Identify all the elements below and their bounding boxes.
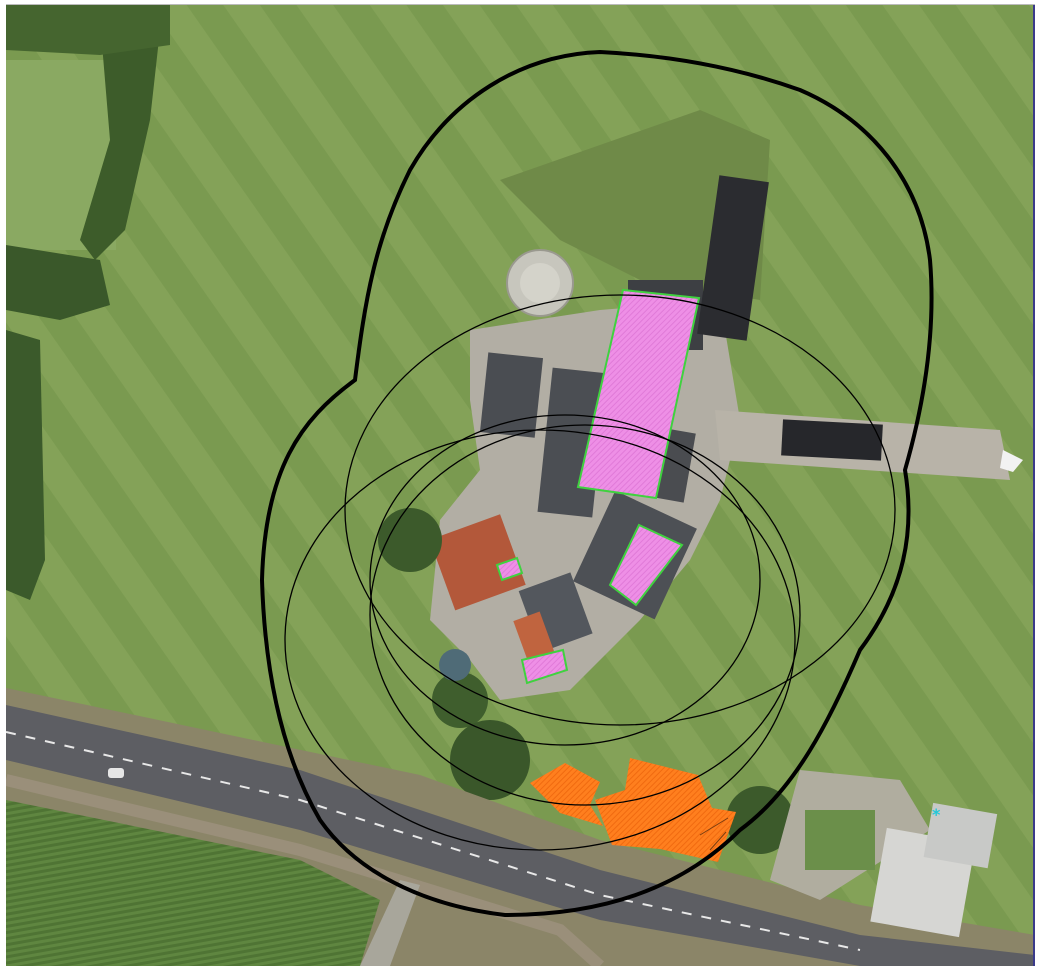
orange-building-inner-line [699, 817, 729, 851]
thin-contour-circle [369, 414, 761, 746]
tree [450, 720, 530, 800]
main-road [6, 705, 1035, 966]
silage-storage-east [781, 419, 883, 461]
garden-north [500, 110, 770, 300]
map-view[interactable]: * [6, 5, 1035, 966]
thin-contour-circle [284, 429, 796, 851]
bike-path [6, 774, 605, 966]
house-roof-tile [429, 514, 526, 611]
pink-building-annex[interactable] [520, 648, 569, 685]
crop-field [6, 800, 380, 966]
house-roof-east-2 [923, 802, 998, 869]
tree [432, 672, 488, 728]
silo-top [520, 263, 560, 303]
pond [439, 649, 471, 681]
map-frame-border [6, 4, 1035, 5]
barn-roof-1 [479, 352, 544, 438]
pink-building-house[interactable] [495, 556, 524, 582]
road-center-line [6, 731, 861, 951]
side-road-south [360, 880, 420, 966]
tree-cluster-left [6, 245, 110, 320]
thin-contour-circle [369, 424, 801, 806]
tree [726, 786, 794, 854]
tree-strip-left [6, 330, 45, 600]
garden-rows [805, 810, 875, 870]
thin-contour-group [284, 294, 896, 851]
silage-storage [697, 175, 769, 341]
orange-building-west[interactable] [530, 763, 603, 826]
car [108, 768, 124, 778]
white-object [1000, 450, 1023, 472]
pink-building-large[interactable] [576, 288, 701, 500]
pink-building-barn[interactable] [608, 523, 684, 607]
tree [378, 508, 442, 572]
annex-roof-tile [513, 611, 556, 664]
cyan-asterisk-marker[interactable]: * [932, 805, 941, 824]
thin-contour-circle [344, 294, 896, 726]
thick-buffer-outline [259, 49, 934, 918]
map-frame-right-border [1033, 5, 1035, 966]
tree-line-top [6, 5, 170, 55]
tree-line-left [80, 20, 160, 260]
aerial-map[interactable]: * [6, 5, 1035, 966]
